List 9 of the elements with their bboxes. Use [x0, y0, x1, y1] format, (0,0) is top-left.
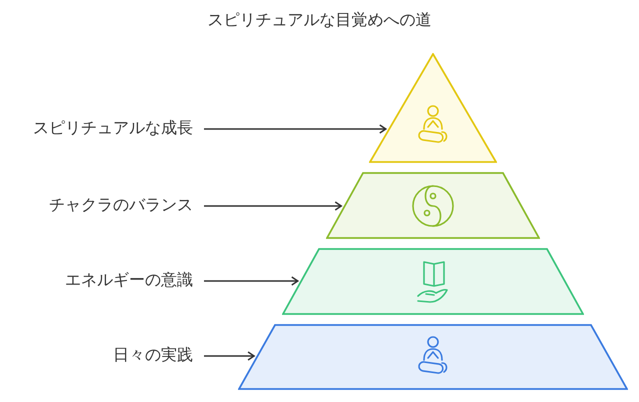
arrow — [204, 276, 299, 286]
level-label: エネルギーの意識 — [65, 270, 193, 292]
level-label: スピリチュアルな成長 — [33, 118, 193, 140]
level-label: 日々の実践 — [113, 345, 193, 367]
arrow — [204, 351, 255, 361]
arrow — [204, 201, 342, 211]
diagram-title: スピリチュアルな目覚めへの道 — [206, 10, 432, 31]
level-label: チャクラのバランス — [49, 195, 193, 217]
arrow — [204, 124, 387, 134]
